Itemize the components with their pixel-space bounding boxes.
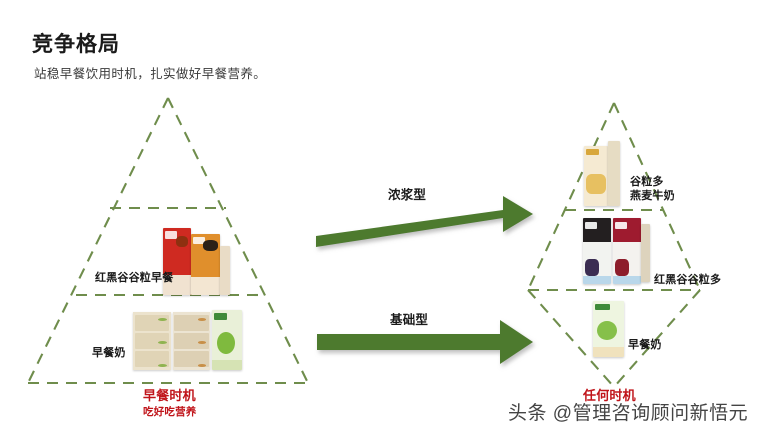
page-title: 竞争格局 bbox=[32, 33, 120, 56]
product-image-carton-side bbox=[220, 246, 230, 295]
product-band bbox=[212, 360, 242, 370]
product-image-oat-milk-carton-side bbox=[608, 141, 620, 206]
product-logo-mark bbox=[615, 221, 627, 230]
product-image-black-carton bbox=[583, 218, 611, 284]
product-graphic-dot bbox=[202, 240, 218, 252]
product-band bbox=[583, 276, 611, 284]
arrow-lower-label: 基础型 bbox=[390, 313, 429, 327]
right-tier-3-label: 早餐奶 bbox=[628, 339, 662, 351]
product-logo-mark bbox=[585, 149, 600, 155]
pack-swatch bbox=[197, 318, 207, 322]
product-graphic-dot bbox=[586, 173, 606, 194]
product-image-darkred-carton bbox=[613, 218, 641, 284]
pack-swatch bbox=[158, 341, 168, 345]
product-image-cream-multipack-b bbox=[173, 312, 210, 370]
product-image-green-carton-right bbox=[593, 301, 624, 357]
pack-swatch bbox=[158, 363, 168, 368]
product-band bbox=[613, 276, 641, 284]
arrow-upper-label: 浓浆型 bbox=[388, 188, 427, 202]
pack-row bbox=[174, 333, 209, 350]
pack-swatch bbox=[197, 341, 207, 345]
product-band bbox=[191, 276, 220, 295]
product-image-oat-milk-carton bbox=[584, 146, 608, 206]
product-graphic-dot bbox=[217, 331, 236, 355]
page-subtitle: 站稳早餐饮用时机，扎实做好早餐营养。 bbox=[34, 67, 267, 81]
right-stage-label: 任何时机 bbox=[583, 388, 636, 403]
pack-row bbox=[134, 315, 170, 332]
product-logo-mark bbox=[193, 237, 206, 244]
right-tier-1-label-line1: 谷粒多 bbox=[630, 176, 664, 188]
product-image-cream-multipack-a bbox=[133, 312, 171, 370]
left-tier-2-label: 早餐奶 bbox=[92, 347, 126, 359]
product-graphic-dot bbox=[597, 321, 618, 341]
product-band bbox=[593, 347, 624, 357]
arrow-upper bbox=[316, 196, 533, 247]
pack-swatch bbox=[158, 318, 168, 322]
product-band bbox=[163, 274, 191, 295]
product-graphic-dot bbox=[585, 258, 600, 277]
product-logo-mark bbox=[595, 303, 611, 310]
left-pyramid-outline bbox=[27, 97, 309, 385]
left-stage-sublabel: 吃好吃营养 bbox=[143, 406, 197, 418]
product-logo-mark bbox=[165, 231, 177, 239]
pack-swatch bbox=[197, 363, 207, 368]
right-tier-2-label: 红黑谷谷粒多 bbox=[654, 274, 722, 286]
product-logo-mark bbox=[585, 221, 597, 230]
right-pyramid-outline bbox=[527, 102, 701, 388]
product-image-red-carton bbox=[163, 228, 191, 295]
right-tier-1-label-line2: 燕麦牛奶 bbox=[630, 190, 675, 202]
pack-row bbox=[134, 351, 170, 368]
product-image-green-carton bbox=[212, 310, 242, 370]
product-image-carton-side-right bbox=[641, 224, 650, 282]
pack-row bbox=[134, 333, 170, 350]
product-logo-mark bbox=[214, 313, 227, 320]
pack-row bbox=[174, 351, 209, 368]
left-tier-1-label: 红黑谷谷粒早餐 bbox=[95, 272, 174, 284]
product-graphic-dot bbox=[175, 236, 189, 247]
arrow-lower bbox=[317, 320, 533, 364]
left-stage-label: 早餐时机 bbox=[143, 388, 196, 403]
product-graphic-dot bbox=[615, 258, 630, 277]
watermark-text: 头条 @管理咨询顾问新悟元 bbox=[508, 403, 749, 424]
product-image-orange-carton bbox=[191, 234, 220, 295]
pack-row bbox=[174, 315, 209, 332]
